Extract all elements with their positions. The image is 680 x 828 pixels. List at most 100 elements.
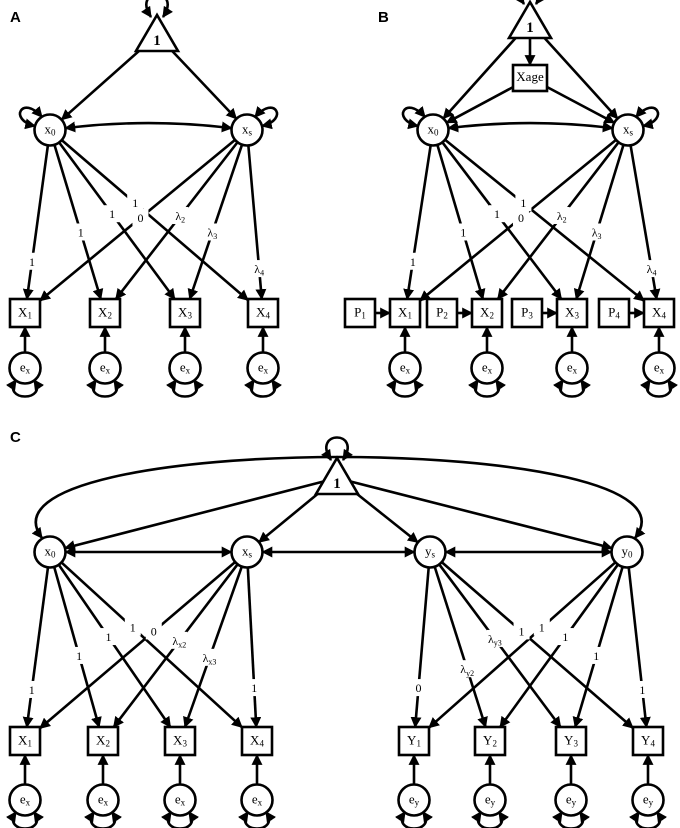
a-X4-node: X4 bbox=[246, 297, 280, 329]
c-Y1-node-box bbox=[397, 725, 431, 757]
c-x-intercept-loading-4-mask bbox=[124, 618, 141, 636]
c-y0-to-Y4-arrow bbox=[627, 567, 651, 729]
a-X1-node: X1 bbox=[8, 297, 42, 329]
b-intercept-loading-2-mask bbox=[455, 223, 472, 241]
a-x0-to-X4-arrow bbox=[60, 139, 249, 302]
b-ex-node-4: ex bbox=[642, 351, 676, 385]
c-y-slope-loading-1-mask bbox=[410, 679, 427, 697]
c-xs-to-X3-arrow bbox=[183, 566, 244, 729]
c-Y2-node-box bbox=[473, 725, 507, 757]
c-ex-node-4-circle bbox=[240, 783, 274, 817]
c-ys-to-Y4-arrow bbox=[440, 561, 634, 729]
b-xage-to-x0-arrow bbox=[445, 85, 514, 124]
b-intercept-loading-2-text: 1 bbox=[460, 225, 466, 239]
b-intercept-loading-3: 1 bbox=[488, 205, 505, 223]
c-x-slope-loading-2-text: λx2 bbox=[172, 634, 186, 649]
a-X3-node-label: X3 bbox=[178, 304, 192, 320]
panel-letter-b: B bbox=[378, 9, 389, 26]
c-y-slope-loading-3-text: λy3 bbox=[488, 632, 502, 647]
c-ys-to-Y1-arrow bbox=[410, 567, 430, 729]
a-X1-node-box bbox=[8, 297, 42, 329]
b-X2-node: X2 bbox=[470, 297, 504, 329]
c-y-slope-loading-4: 1 bbox=[513, 622, 530, 640]
a-ex-variance-loop-1 bbox=[5, 379, 45, 398]
a-x0-to-X2-arrow bbox=[53, 144, 104, 301]
b-x0-to-X4-arrow bbox=[444, 138, 645, 302]
c-x-intercept-loading-2-text: 1 bbox=[76, 649, 82, 663]
b-slope-loading-1: 0 bbox=[512, 208, 529, 226]
c-ex-node-2: ex bbox=[86, 783, 120, 817]
c-xs-to-X1-arrow bbox=[39, 561, 237, 730]
a-X4-node-box bbox=[246, 297, 280, 329]
c-x-slope-loading-3-text: λx3 bbox=[203, 651, 217, 666]
c-y0-node: y0 bbox=[610, 535, 644, 569]
c-y0-to-Y3-arrow bbox=[572, 566, 624, 729]
b-P2-node-box bbox=[425, 297, 459, 329]
b-slope-loading-4-mask bbox=[643, 260, 660, 278]
a-xs-node: xs bbox=[230, 113, 264, 147]
c-X1-node-label: X1 bbox=[18, 732, 32, 748]
c-x-intercept-loading-3-text: 1 bbox=[106, 630, 112, 644]
c-ey-node-1-circle bbox=[397, 783, 431, 817]
b-ex-node-3-circle bbox=[555, 351, 589, 385]
c-X3-node-box bbox=[163, 725, 197, 757]
b-slope-loading-4: λ4 bbox=[643, 260, 660, 278]
a-X3-node: X3 bbox=[168, 297, 202, 329]
c-y-slope-loading-3: λy3 bbox=[486, 629, 503, 647]
a-xs-node-circle bbox=[230, 113, 264, 147]
a-xs-variance-loop bbox=[254, 106, 279, 130]
c-Y3-node: Y3 bbox=[554, 725, 588, 757]
c-y-slope-loading-4-text: 1 bbox=[519, 624, 525, 638]
b-ex-variance-loop-1 bbox=[385, 379, 425, 398]
c-ex-node-2-label: ex bbox=[98, 791, 109, 807]
b-X1-node-box bbox=[388, 297, 422, 329]
b-xs-node: xs bbox=[611, 113, 645, 147]
a-ex-node-1-circle bbox=[8, 351, 42, 385]
c-ys-node: ys bbox=[413, 535, 447, 569]
c-ex-variance-loop-4 bbox=[237, 811, 277, 828]
a-ex-node-3-circle bbox=[168, 351, 202, 385]
b-P3-node-box bbox=[510, 297, 544, 329]
a-slope-loading-1-text: 0 bbox=[137, 211, 143, 225]
c-y-slope-loading-2-text: λy2 bbox=[460, 662, 474, 677]
a-ex-node-3: ex bbox=[168, 351, 202, 385]
c-y-slope-loading-2-mask bbox=[459, 660, 476, 678]
c-x-intercept-loading-3: 1 bbox=[100, 628, 117, 646]
b-P1-node-label: P1 bbox=[354, 304, 366, 320]
b-constant-node-triangle bbox=[506, 0, 554, 40]
b-slope-loading-1-text: 0 bbox=[518, 211, 524, 225]
b-constant-node: 1 bbox=[506, 0, 554, 40]
c-x-slope-loading-1-mask bbox=[145, 622, 162, 640]
a-X1-node-label: X1 bbox=[18, 304, 32, 320]
b-intercept-loading-1-text: 1 bbox=[410, 255, 416, 269]
c-Y3-node-label: Y3 bbox=[564, 732, 578, 748]
c-ex-node-3-circle bbox=[163, 783, 197, 817]
a-ex-node-2: ex bbox=[88, 351, 122, 385]
b-intercept-loading-4: 1 bbox=[515, 194, 532, 212]
c-y-intercept-loading-2: 1 bbox=[557, 628, 574, 646]
c-ex-node-4-label: ex bbox=[252, 791, 263, 807]
a-x0-xs-covariance bbox=[64, 121, 233, 133]
a-intercept-loading-2-text: 1 bbox=[78, 225, 84, 239]
c-Y2-node-label: Y2 bbox=[483, 732, 497, 748]
c-x-slope-loading-4-text: 1 bbox=[251, 681, 257, 695]
b-xage-node-box bbox=[511, 63, 549, 93]
c-ey-variance-loop-2 bbox=[470, 811, 510, 828]
b-slope-loading-2-text: λ2 bbox=[557, 209, 567, 224]
c-y-intercept-loading-1-text: 1 bbox=[539, 621, 545, 635]
c-ey-node-4: ey bbox=[631, 783, 665, 817]
b-slope-loading-1-mask bbox=[512, 208, 529, 226]
c-x-intercept-loading-4: 1 bbox=[124, 618, 141, 636]
c-Y2-node: Y2 bbox=[473, 725, 507, 757]
b-P3-node: P3 bbox=[510, 297, 544, 329]
c-Y1-node-label: Y1 bbox=[407, 732, 421, 748]
c-ex-node-1: ex bbox=[8, 783, 42, 817]
a-intercept-loading-3-text: 1 bbox=[109, 207, 115, 221]
c-ex-variance-loop-3 bbox=[160, 811, 200, 828]
c-X2-node-box bbox=[86, 725, 120, 757]
c-X2-node-label: X2 bbox=[96, 732, 110, 748]
a-intercept-loading-4-text: 1 bbox=[132, 196, 138, 210]
c-y-intercept-loading-4-mask bbox=[634, 680, 651, 698]
a-ex-node-4-label: ex bbox=[258, 359, 269, 375]
